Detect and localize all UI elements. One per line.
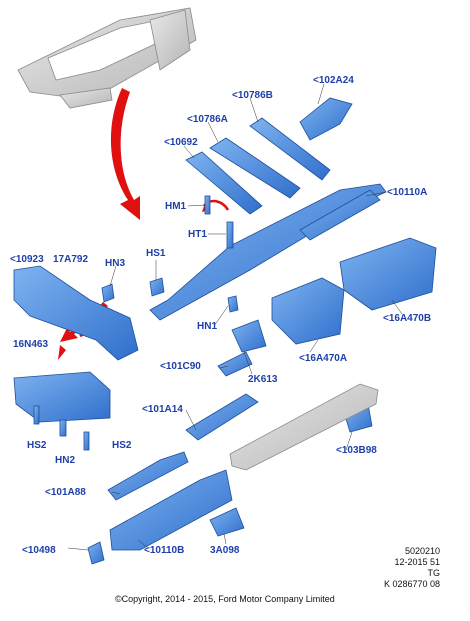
callout-2K613[interactable]: 2K613 [248,374,278,385]
part-102A24 [299,97,353,141]
meta-line-2: 12-2015 51 [394,557,440,567]
part-HM1 [204,195,211,215]
callout-HN1[interactable]: HN1 [197,321,218,332]
callout-101A88[interactable]: <101A88 [45,487,86,498]
part-10692 [185,151,263,215]
callout-103B98[interactable]: <103B98 [336,445,377,456]
callout-10786B[interactable]: <10786B [232,90,273,101]
callout-10692[interactable]: <10692 [164,137,198,148]
callout-HT1[interactable]: HT1 [188,229,207,240]
part-HN2 [59,419,67,437]
callout-10498[interactable]: <10498 [22,545,56,556]
meta-line-3: TG [427,568,441,578]
callout-16A470A[interactable]: <16A470A [299,353,348,364]
part-101A14 [185,393,259,441]
part-HS2-left [33,405,40,425]
part-10923 [13,265,139,361]
copyright-text: ©Copyright, 2014 - 2015, Ford Motor Comp… [115,594,335,604]
part-HN3 [101,283,115,303]
leader-lines [67,83,403,551]
callout-HN2[interactable]: HN2 [55,455,76,466]
diagram-meta: 5020210 12-2015 51 TG K 0286770 08 [384,546,440,590]
callout-HN3[interactable]: HN3 [105,258,126,269]
meta-line-1: 5020210 [404,546,440,556]
callout-16A470B[interactable]: <16A470B [383,313,432,324]
part-101A88 [107,451,189,501]
part-16N463 [13,371,111,423]
callout-101C90[interactable]: <101C90 [160,361,201,372]
callout-10923[interactable]: <10923 [10,254,44,265]
part-16A470A [271,277,345,345]
part-16A470B [339,237,437,311]
reference-rail-gray [229,383,379,471]
part-HN1 [227,295,239,313]
callout-HS1[interactable]: HS1 [146,248,166,259]
callout-102A24[interactable]: <102A24 [313,75,354,86]
callout-101A14[interactable]: <101A14 [142,404,183,415]
callout-17A792[interactable]: 17A792 [53,254,89,265]
part-10110B [109,469,233,551]
part-3A098 [209,507,245,537]
callout-10110B[interactable]: <10110B [144,545,185,556]
part-10498 [87,541,105,565]
callout-HS2-right[interactable]: HS2 [112,440,132,451]
part-HS2-right [83,431,90,451]
part-HS1 [149,277,165,297]
callout-10786A[interactable]: <10786A [187,114,228,125]
part-10786B [249,117,331,181]
part-10786A [209,137,301,199]
callout-HS2-left[interactable]: HS2 [27,440,47,451]
part-101C90 [217,351,253,377]
callout-HM1[interactable]: HM1 [165,201,187,212]
callout-3A098[interactable]: 3A098 [210,545,240,556]
callout-10110A[interactable]: <10110A [387,187,428,198]
callout-16N463[interactable]: 16N463 [13,339,49,350]
meta-line-4: K 0286770 08 [383,579,440,589]
part-2K613 [231,319,267,353]
part-HT1 [226,221,234,249]
reference-frame-thumbnail [17,7,197,109]
blue-parts [13,97,437,565]
